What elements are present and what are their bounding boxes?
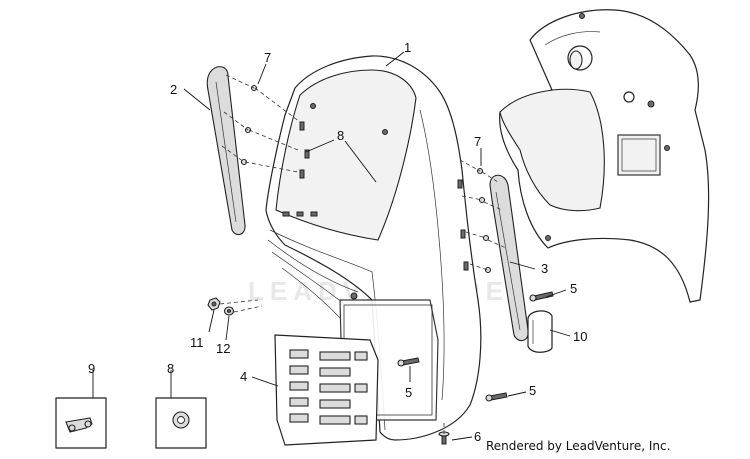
callout-labels: 1 2 3 4 5 5 5 6 7 7 8 8 9 10 11 12	[88, 40, 587, 444]
callout-1: 1	[404, 40, 411, 55]
grille-slots	[289, 349, 368, 425]
callout-7-right: 7	[474, 134, 481, 149]
washer-part-12	[223, 306, 235, 316]
kit-box-part-8	[155, 397, 207, 449]
shield-clip-slots	[282, 103, 469, 300]
callout-leaders	[92, 51, 571, 441]
badge-part-10	[527, 310, 553, 353]
callout-2: 2	[170, 82, 177, 97]
render-credit: Rendered by LeadVenture, Inc.	[486, 439, 671, 453]
callout-7-left: 7	[264, 50, 271, 65]
callout-10: 10	[573, 329, 587, 344]
callout-12: 12	[216, 341, 230, 356]
callout-8-kit: 8	[167, 361, 174, 376]
grille-plate-part-4	[274, 334, 379, 446]
kit-box-part-9	[55, 397, 107, 449]
callout-9-kit: 9	[88, 361, 95, 376]
nut-part-11	[207, 297, 221, 311]
callout-5-middle: 5	[405, 385, 412, 400]
screw-part-5-upper	[529, 291, 554, 302]
callout-5-lower: 5	[529, 383, 536, 398]
callout-3: 3	[541, 261, 548, 276]
callout-11: 11	[190, 335, 204, 350]
callout-8-shield: 8	[337, 128, 344, 143]
assembly-dash-lines	[219, 74, 507, 434]
callout-6: 6	[474, 429, 481, 444]
left-trim-strip-part-2	[206, 66, 246, 236]
inner-leg-panel	[499, 9, 710, 303]
callout-4: 4	[240, 369, 247, 384]
screw-part-5-middle	[397, 357, 420, 367]
callout-5-upper: 5	[570, 281, 577, 296]
screw-part-5-lower	[485, 392, 508, 402]
